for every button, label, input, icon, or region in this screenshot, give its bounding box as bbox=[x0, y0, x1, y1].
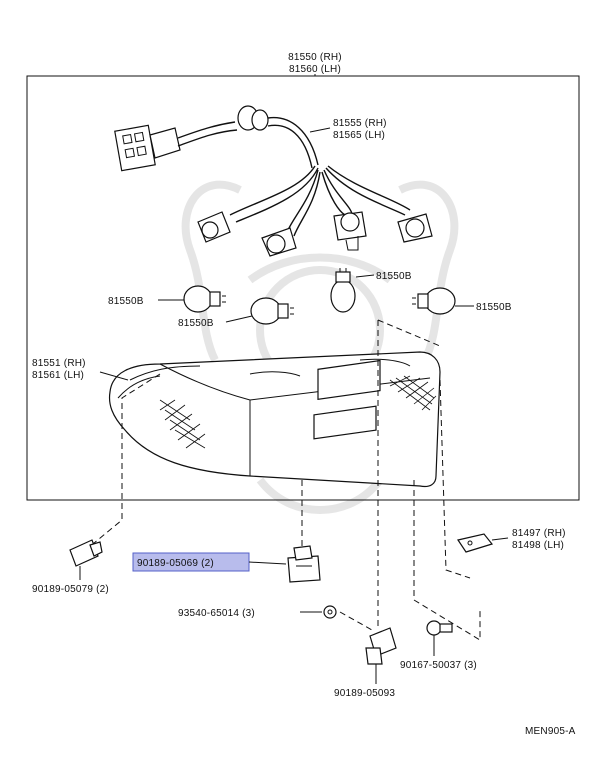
screw-left bbox=[69, 539, 103, 567]
lens-label-lh: 81561 (LH) bbox=[32, 370, 84, 381]
bulb-label-b: 81550B bbox=[178, 318, 214, 329]
socket-wire-label-lh: 81565 (LH) bbox=[333, 130, 385, 141]
assembly-label-lh: 81560 (LH) bbox=[289, 64, 341, 75]
lamp-lens-housing bbox=[108, 351, 441, 488]
socket-center-left bbox=[261, 227, 297, 257]
washer-hole bbox=[327, 609, 333, 615]
socket-right bbox=[397, 213, 433, 243]
screw-left-label: 90189-05079 (2) bbox=[32, 584, 109, 595]
reflector-hatch-left bbox=[159, 399, 206, 449]
dash-screw-left bbox=[87, 373, 161, 549]
washer-label: 93540-65014 (3) bbox=[178, 608, 255, 619]
bolt-label: 90167-50037 (3) bbox=[400, 660, 477, 671]
lens-label-rh: 81551 (RH) bbox=[32, 358, 86, 369]
socket-wire-label-rh: 81555 (RH) bbox=[333, 118, 387, 129]
bulb-b-leader bbox=[225, 315, 253, 323]
dash-washer bbox=[339, 611, 373, 631]
plug-label-rh: 81497 (RH) bbox=[512, 528, 566, 539]
clip-part bbox=[287, 545, 321, 583]
assembly-frame bbox=[26, 75, 580, 501]
nut-bottom-label: 90189-05093 bbox=[334, 688, 395, 699]
screw-highlight-label[interactable]: 90189-05069 (2) bbox=[137, 558, 214, 569]
washer-part bbox=[323, 605, 337, 619]
bulb-left bbox=[183, 285, 226, 313]
bulb-center bbox=[330, 268, 356, 313]
dash-top-right bbox=[377, 319, 441, 347]
socket-left bbox=[197, 211, 231, 243]
dash-plug bbox=[439, 379, 471, 579]
nut-bottom-part bbox=[365, 627, 397, 665]
lens-leader bbox=[99, 371, 129, 381]
bulb-right bbox=[412, 287, 456, 315]
reflector-hatch-right bbox=[389, 375, 437, 411]
bulb-label-d: 81550B bbox=[476, 302, 512, 313]
bulb-label-c: 81550B bbox=[376, 271, 412, 282]
assembly-label-rh: 81550 (RH) bbox=[288, 52, 342, 63]
dash-bolt bbox=[413, 480, 481, 641]
clip-leader bbox=[248, 561, 287, 565]
wire-harness bbox=[177, 105, 411, 237]
bulb-c-leader bbox=[355, 274, 375, 278]
harness-connector bbox=[114, 124, 181, 172]
diagram-code: MEN905-A bbox=[525, 726, 576, 737]
bulb-center-left bbox=[250, 297, 294, 325]
plug-part bbox=[457, 533, 494, 553]
plug-leader bbox=[491, 537, 509, 541]
bulb-label-a: 81550B bbox=[108, 296, 144, 307]
socket-center bbox=[333, 211, 367, 251]
plug-label-lh: 81498 (LH) bbox=[512, 540, 564, 551]
socket-wire-leader bbox=[309, 127, 331, 133]
bolt-part bbox=[426, 620, 453, 636]
